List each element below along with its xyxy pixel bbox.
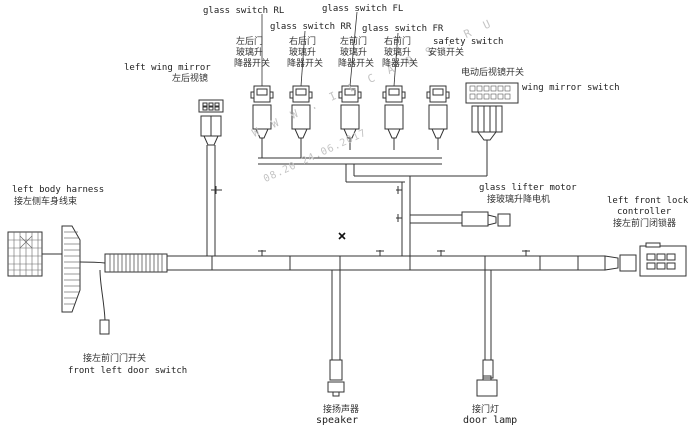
label-sw-rr-cn-1: 右后门	[289, 37, 317, 47]
lock-controller-connector	[604, 242, 687, 277]
label-door-lamp: door lamp	[463, 415, 518, 426]
label-door-lamp-cn: 接门灯	[472, 405, 500, 415]
label-sw-rr-cn-2: 玻璃升	[289, 48, 317, 58]
label-wing-mirror-switch-cn: 电动后视镜开关	[461, 68, 525, 78]
main-trunk	[104, 250, 606, 273]
label-sw-fl-cn-2: 玻璃升	[340, 48, 368, 58]
label-sw-fr-cn-2: 玻璃升	[384, 48, 412, 58]
left-wing-mirror-branch	[198, 99, 224, 256]
label-safety-switch: safety switch	[433, 37, 504, 47]
label-sw-rl-cn-3: 降器开关	[234, 59, 271, 69]
label-sw-fr-cn-1: 右前门	[384, 37, 412, 47]
label-front-left-door-switch: front left door switch	[68, 366, 188, 376]
label-glass-lifter-motor-cn: 接玻璃升降电机	[487, 195, 551, 205]
label-glass-lifter-motor: glass lifter motor	[479, 183, 577, 193]
label-sw-fl-cn-1: 左前门	[340, 37, 368, 47]
label-left-front-lock-controller-1: left front lock	[607, 196, 689, 206]
label-sw-fr-cn-3: 降器开关	[382, 59, 419, 69]
label-left-body-harness-cn: 接左侧车身线束	[14, 197, 78, 207]
label-left-body-harness: left body harness	[12, 185, 105, 195]
speaker-branch	[327, 270, 345, 397]
switch-collector	[258, 150, 511, 256]
label-speaker-cn: 接扬声器	[323, 405, 360, 415]
label-left-wing-mirror: left wing mirror	[124, 63, 211, 73]
leader-lines	[261, 11, 399, 87]
cross-marker	[338, 232, 346, 240]
label-sw-fl-cn-3: 降器开关	[338, 59, 375, 69]
left-body-harness-connector	[7, 225, 110, 335]
label-wing-mirror-switch: wing mirror switch	[522, 83, 620, 93]
door-lamp-branch	[476, 270, 498, 397]
label-speaker: speaker	[316, 415, 359, 426]
label-safety-switch-cn: 安锁开关	[428, 48, 465, 58]
label-sw-rl-cn-2: 玻璃升	[236, 48, 264, 58]
label-glass-switch-rr: glass switch RR	[270, 22, 352, 32]
label-glass-switch-rl: glass switch RL	[203, 6, 285, 16]
label-left-front-lock-controller-cn: 接左前门闭锁器	[613, 219, 677, 229]
label-left-wing-mirror-cn: 左后视镜	[172, 74, 209, 84]
label-glass-switch-fl: glass switch FL	[322, 4, 404, 14]
label-sw-rl-cn-1: 左后门	[236, 37, 264, 47]
label-left-front-lock-controller-2: controller	[617, 207, 672, 217]
label-front-left-door-switch-cn: 接左前门门开关	[83, 354, 147, 364]
label-glass-switch-fr: glass switch FR	[362, 24, 444, 34]
label-sw-rr-cn-3: 降器开关	[287, 59, 324, 69]
